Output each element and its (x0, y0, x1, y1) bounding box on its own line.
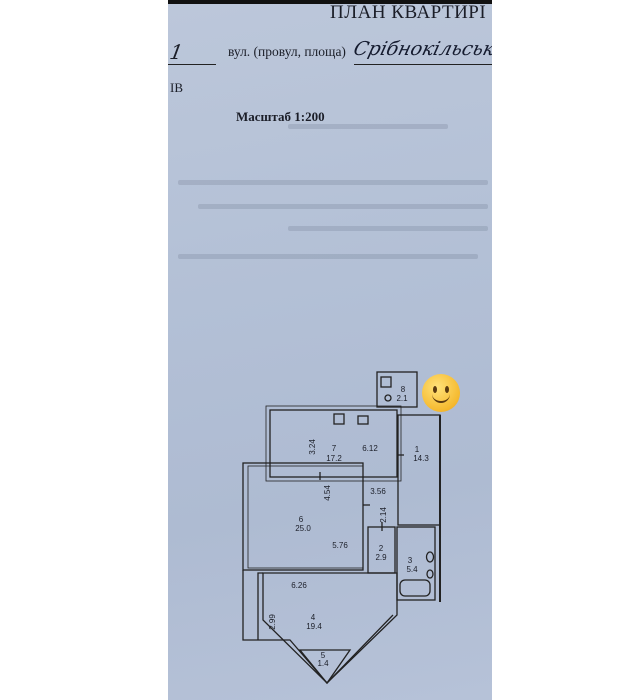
room-4-area: 19.4 (306, 622, 322, 631)
floor-plan-drawing: 8 2.1 7 17.2 6.12 3.24 1 14.3 4.54 3.56 … (242, 371, 441, 685)
photo-top-edge (168, 0, 492, 4)
room-1-area: 14.3 (413, 454, 429, 463)
room-8-outline (376, 371, 418, 408)
dimension-3-24: 3.24 (308, 439, 317, 455)
room-7-area: 17.2 (326, 454, 342, 463)
floor-plan-document: ПЛАН КВАРТИРІ 1 вул. (провул, площа) Срі… (168, 4, 492, 700)
dimension-5-76: 5.76 (332, 541, 348, 550)
document-title: ПЛАН КВАРТИРІ (330, 4, 487, 23)
room-5-outline (298, 649, 352, 685)
room-5-number: 5 (321, 651, 326, 660)
faded-text-line (178, 180, 488, 185)
smiley-eye (445, 386, 449, 393)
room-4-outline (262, 572, 398, 684)
room-7-outline (269, 409, 398, 478)
room-6-area: 25.0 (295, 524, 311, 533)
smiley-eye (433, 386, 437, 393)
room-7-number: 7 (332, 444, 337, 453)
room-2-area: 2.9 (375, 553, 387, 562)
faded-text-line (198, 204, 488, 209)
dimension-2-99: 2.99 (268, 614, 277, 630)
room-8-number: 8 (401, 385, 406, 394)
faded-text-line (178, 254, 478, 259)
room-6-number: 6 (299, 515, 304, 524)
street-label: вул. (провул, площа) (228, 44, 346, 59)
dimension-2-14: 2.14 (379, 507, 388, 523)
scale-label: Масштаб 1:200 (236, 109, 325, 124)
smiley-mouth (432, 391, 450, 403)
dimension-4-54: 4.54 (323, 485, 332, 501)
city-fragment: ІВ (170, 80, 183, 95)
room-2-number: 2 (379, 544, 384, 553)
faded-text-line (288, 226, 488, 231)
building-number-underline (168, 64, 216, 65)
smiley-emoji-icon (422, 374, 460, 412)
room-5-area: 1.4 (317, 659, 329, 668)
room-1-outline (397, 414, 441, 526)
room-3-outline (396, 526, 436, 601)
dimension-3-56: 3.56 (370, 487, 386, 496)
dimension-6-26: 6.26 (291, 581, 307, 590)
room-8-area: 2.1 (396, 394, 408, 403)
dimension-6-12: 6.12 (362, 444, 378, 453)
room-1-number: 1 (415, 445, 420, 454)
room-3-area: 5.4 (406, 565, 418, 574)
faded-text-line (288, 124, 448, 129)
room-3-number: 3 (408, 556, 413, 565)
street-underline (354, 64, 492, 65)
room-4-number: 4 (311, 613, 316, 622)
